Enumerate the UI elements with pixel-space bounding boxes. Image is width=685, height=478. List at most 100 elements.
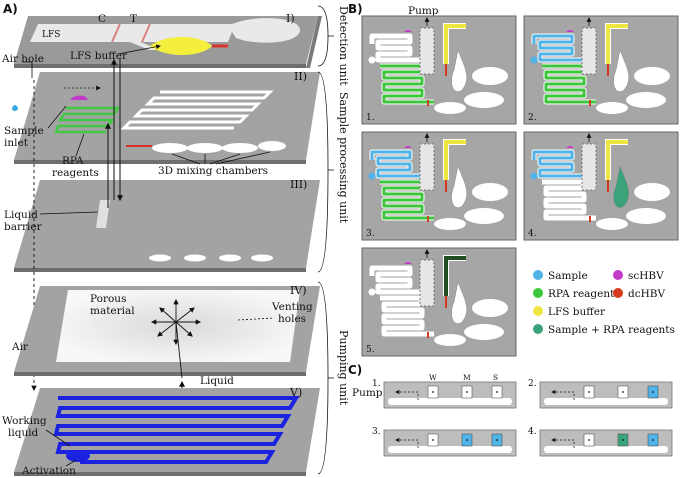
legend-rpa: RPA reagents — [548, 288, 620, 300]
sample-channel — [532, 150, 584, 178]
outlet-chamber — [434, 102, 466, 114]
lfs-buffer-label: LFS buffer — [70, 50, 128, 62]
liquid-barrier — [96, 200, 110, 228]
liquid-barrier-label-1: Liquid — [4, 209, 38, 221]
pump-step-number: 3. — [372, 427, 381, 437]
lfs-label: LFS — [42, 30, 60, 40]
sample-channel — [370, 150, 422, 178]
layer-iv-label: IV) — [290, 284, 307, 297]
pump-step-number: 2. — [528, 379, 537, 389]
rpa-channel — [380, 180, 434, 220]
pump-column — [419, 143, 435, 191]
legend-swatch-lfs — [533, 306, 543, 316]
mixing-chamber — [258, 141, 286, 151]
rpa-channel — [380, 296, 434, 336]
layer-porous: IV) — [14, 284, 320, 376]
bottom-channel — [388, 446, 512, 453]
lfs-channel — [444, 24, 466, 64]
legend-swatch-rpa — [533, 288, 543, 298]
outlet-chamber — [596, 102, 628, 114]
outlet-chamber — [464, 324, 504, 340]
detection-unit-label: Detection unit — [337, 6, 350, 86]
step-panel: 2. — [523, 15, 679, 125]
panel-a-label: A) — [3, 2, 18, 16]
chamber-label: S — [493, 373, 498, 382]
bottom-channel — [388, 398, 512, 405]
bottom-channel — [544, 398, 668, 405]
mixing-chamber — [451, 281, 467, 324]
step-panel: 5. — [361, 247, 517, 357]
sample-inlet-label-1: Sample — [4, 125, 44, 137]
rpa-channel — [380, 64, 434, 104]
venting-label-1: Venting — [271, 301, 313, 313]
layer-sample-processing: II) — [14, 70, 320, 164]
sample-channel — [532, 34, 584, 62]
pump-label: Pump — [408, 5, 439, 17]
venting-label-2: holes — [278, 313, 306, 325]
control-line — [111, 23, 121, 43]
mixing-chamber — [187, 143, 223, 153]
pump-step: 3. — [372, 427, 517, 457]
schbv-marker — [404, 146, 412, 148]
sample-channel — [370, 266, 422, 294]
mixing-chamber — [451, 49, 467, 92]
lfs-channel — [606, 140, 628, 180]
air-label: Air — [11, 341, 29, 353]
panel-c-label: C) — [348, 363, 362, 377]
outlet-chamber — [434, 334, 466, 346]
droplet-icon — [12, 105, 18, 111]
activation-button[interactable] — [66, 450, 90, 462]
serpentine-channel — [120, 90, 274, 130]
chamber-label: W — [429, 373, 437, 382]
sample-channel — [370, 34, 422, 62]
outlet-chamber — [472, 299, 508, 317]
step-panel: 1. — [361, 15, 517, 125]
step-number: 4. — [528, 229, 537, 239]
lfs-buffer-blob — [150, 37, 212, 55]
schbv-marker — [404, 30, 412, 32]
layer-pumping: V) — [14, 386, 320, 476]
legend: Sample RPA reagents LFS buffer Sample + … — [533, 270, 675, 336]
schbv-marker — [404, 262, 412, 264]
activation-label: Activation — [21, 465, 76, 477]
test-label: T — [130, 13, 137, 25]
layer-iii: III) — [14, 178, 320, 272]
working-liquid-label-2: liquid — [8, 427, 39, 439]
pump-step: 4. — [528, 427, 673, 457]
mixing-chambers-label: 3D mixing chambers — [158, 165, 268, 177]
mixing-chamber — [222, 143, 258, 153]
porous-material — [56, 290, 300, 362]
legend-swatch-schbv — [613, 270, 623, 280]
rpa-channel — [542, 64, 596, 104]
outlet-chamber — [464, 208, 504, 224]
rpa-channel — [542, 180, 596, 220]
liquid-label: Liquid — [200, 375, 234, 387]
pump-column — [581, 143, 597, 191]
sample-inlet — [530, 56, 538, 64]
sample-inlet — [530, 172, 538, 180]
porous-label-1: Porous — [90, 293, 126, 305]
schbv-marker — [566, 146, 574, 148]
outlet-chamber — [472, 183, 508, 201]
rpa-label-1: RPA — [62, 155, 84, 167]
mixing-chamber — [152, 143, 188, 153]
sample-inlet — [368, 56, 376, 64]
pumping-unit-label: Pumping unit — [337, 330, 350, 406]
lfs-channel — [444, 256, 466, 296]
pump-c-label: Pump — [352, 387, 383, 399]
outlet-chamber — [464, 92, 504, 108]
step-number: 1. — [366, 113, 375, 123]
pump-column — [419, 259, 435, 307]
sample-processing-unit-label: Sample processing unit — [337, 92, 350, 224]
mixing-chamber — [613, 49, 629, 92]
outlet-chamber — [472, 67, 508, 85]
legend-swatch-dchbv — [613, 288, 623, 298]
legend-mix: Sample + RPA reagents — [548, 324, 675, 336]
working-liquid-label-1: Working — [2, 415, 47, 427]
legend-sample: Sample — [548, 270, 588, 282]
layer-iii-label: III) — [290, 178, 307, 191]
porous-label-2: material — [90, 305, 135, 317]
test-line — [141, 23, 151, 43]
